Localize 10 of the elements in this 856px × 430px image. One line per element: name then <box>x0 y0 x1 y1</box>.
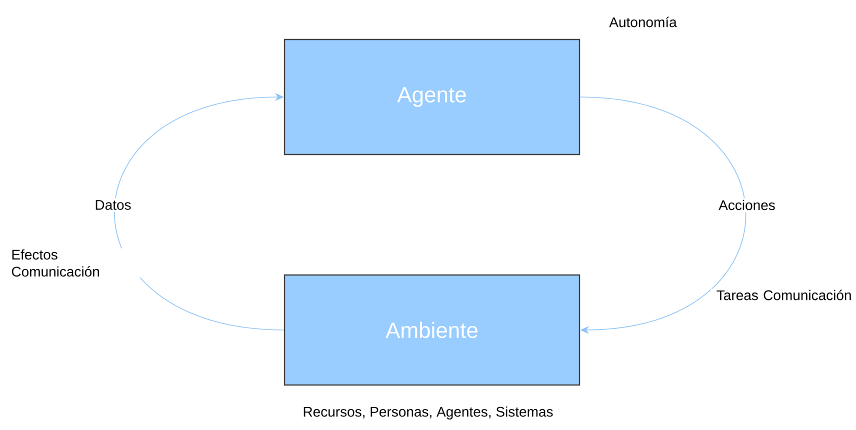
arrow <box>580 96 746 334</box>
annotation-text: Autonomía <box>609 16 677 28</box>
process-box: Ambiente <box>284 274 580 386</box>
annotation-text: Recursos, Personas, Agentes, Sistemas <box>304 406 553 420</box>
edge-label: Acciones <box>716 198 778 212</box>
note-text: Tareas Comunicación <box>710 288 853 302</box>
process-box: Agente <box>284 38 580 156</box>
note-text: Efectos Comunicación <box>10 248 152 278</box>
arrow <box>114 92 284 330</box>
edge-label: Datos <box>92 198 134 212</box>
